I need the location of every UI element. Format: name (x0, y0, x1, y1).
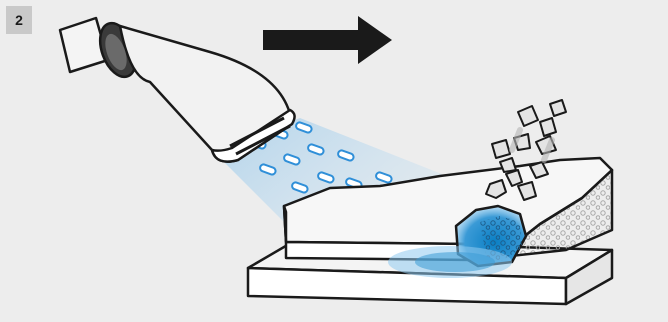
direction-arrow-icon (263, 16, 392, 64)
nozzle-icon (60, 18, 295, 162)
